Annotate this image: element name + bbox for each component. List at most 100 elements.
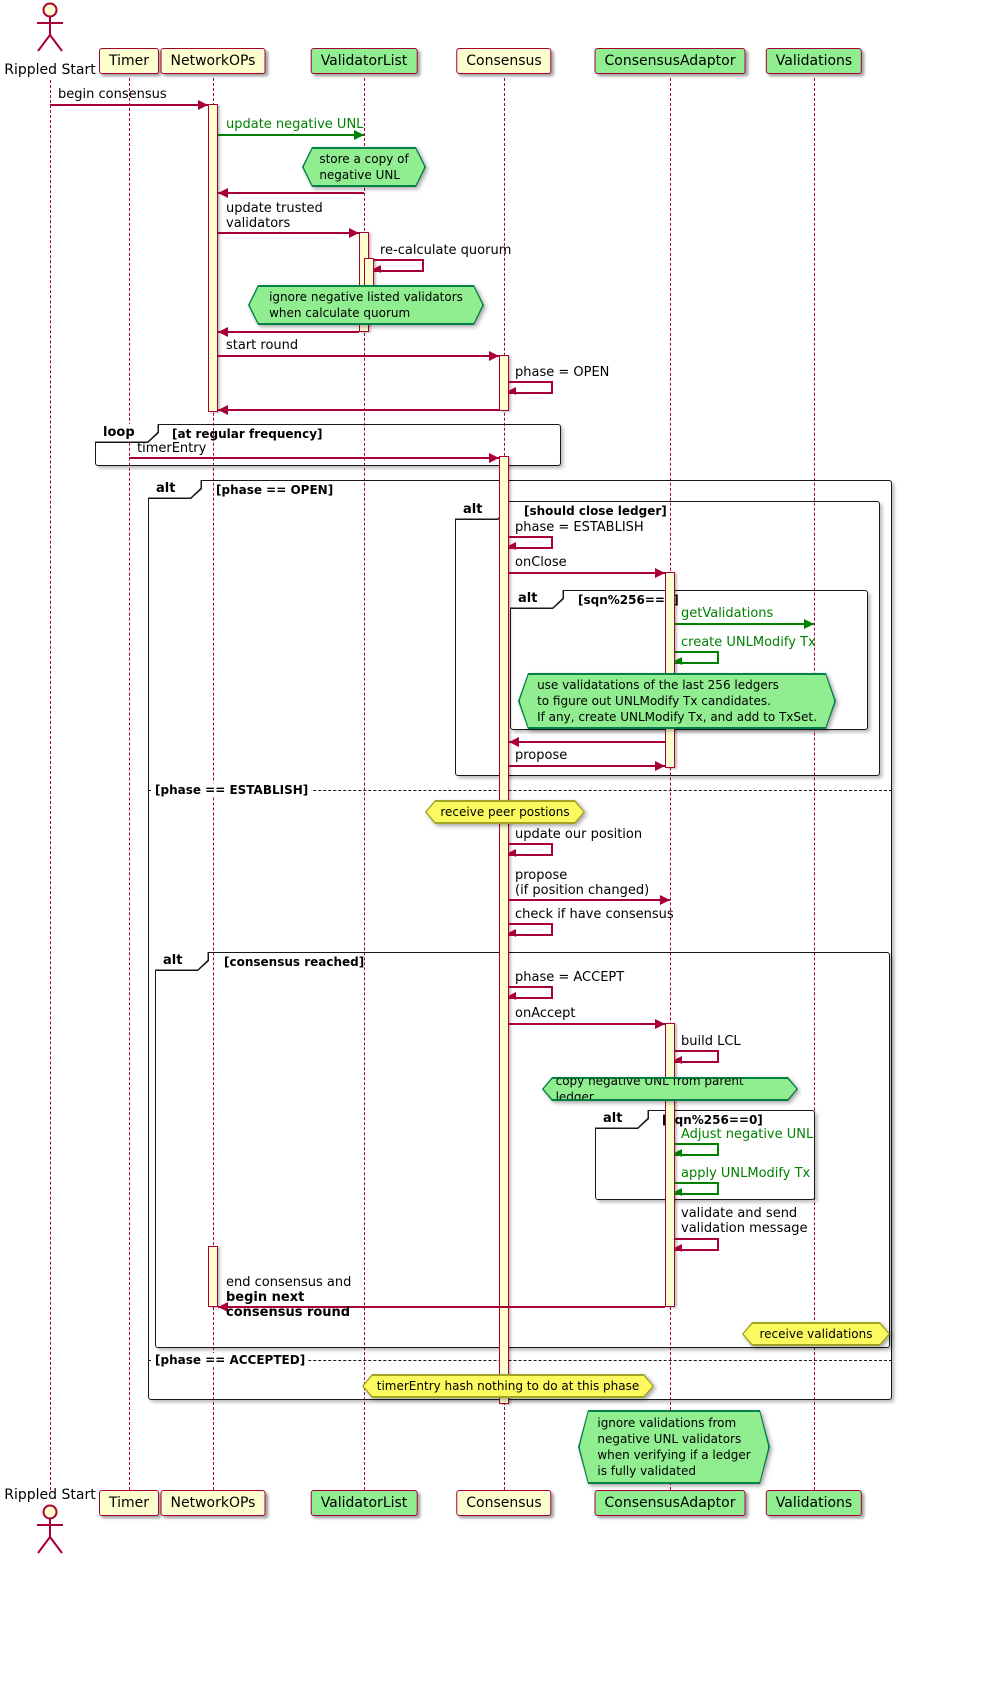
- lifeline-validations: [814, 78, 815, 1490]
- self-message-create-unlmodify: [674, 651, 719, 665]
- frame-alt-reached: [155, 952, 890, 1348]
- participant-top-networkops: NetworkOPs: [160, 48, 266, 74]
- self-message-arrow: [508, 542, 516, 550]
- arrowhead-left: [218, 327, 228, 337]
- self-message-arrow: [508, 929, 516, 937]
- arrow-line: [675, 623, 814, 625]
- self-message-arrow: [508, 387, 516, 395]
- self-message-build-lcl: [674, 1050, 719, 1064]
- arrow-line: [509, 741, 665, 743]
- self-message-arrow: [674, 1149, 682, 1157]
- arrow-line: [218, 134, 364, 136]
- participant-top-consensus: Consensus: [456, 48, 552, 74]
- divider-phase-establish-label: [phase == ESTABLISH]: [152, 783, 312, 797]
- frame-loop-tab-label: loop: [95, 424, 158, 442]
- divider-phase-accepted-label: [phase == ACCEPTED]: [152, 1353, 309, 1367]
- note-timer-nothing: timerEntry hash nothing to do at this ph…: [362, 1374, 654, 1398]
- note-text: ignore negative listed validators when c…: [250, 287, 483, 324]
- arrowhead-right: [198, 100, 208, 110]
- message-label-validate-send: validate and send validation message: [681, 1206, 808, 1236]
- frame-alt-close-tab: alt: [455, 501, 509, 520]
- actor-icon: [37, 1504, 63, 1554]
- activation-networkops-1: [208, 104, 218, 412]
- message-label-propose: propose: [515, 748, 568, 763]
- frame-loop: [95, 424, 561, 466]
- activation-consensusadaptor-1: [665, 572, 675, 768]
- self-message-arrow: [674, 1244, 682, 1252]
- self-message-apply-unlmodify: [674, 1182, 719, 1196]
- arrowhead-right: [804, 619, 814, 629]
- message-label-update-negative-unl: update negative UNL: [226, 117, 364, 132]
- actor-icon: [37, 2, 63, 52]
- actor-bottom-label: Rippled Start: [4, 1487, 96, 1503]
- divider-phase-accepted-line: [148, 1360, 892, 1361]
- frame-alt-sqn1: [510, 590, 868, 730]
- arrowhead-right: [489, 351, 499, 361]
- participant-bottom-validations: Validations: [765, 1490, 863, 1516]
- arrow-line: [509, 572, 665, 574]
- frame-alt-sqn2-condition: [sqn%256==0]: [662, 1113, 763, 1127]
- note-copy-negative: copy negative UNL from parent ledger: [542, 1077, 798, 1101]
- frame-alt-close: [455, 501, 880, 776]
- activation-consensus-1: [499, 355, 509, 411]
- arrowhead-right: [655, 761, 665, 771]
- message-label-end-consensus: end consensus and begin next consensus r…: [226, 1260, 351, 1335]
- arrowhead-left: [218, 405, 228, 415]
- note-receive-peer: receive peer postions: [425, 800, 585, 824]
- message-label-get-validations: getValidations: [681, 606, 774, 621]
- arrow-line: [509, 1023, 665, 1025]
- message-label-apply-unlmodify: apply UNLModify Tx: [681, 1166, 811, 1181]
- lifeline-timer: [129, 78, 130, 1490]
- message-label-start-round: start round: [226, 338, 299, 353]
- participant-top-consensusadaptor: ConsensusAdaptor: [594, 48, 746, 74]
- frame-alt-sqn1-condition: [sqn%256==0]: [578, 593, 679, 607]
- message-label-adjust-negative-unl: Adjust negative UNL: [681, 1127, 814, 1142]
- frame-loop-condition: [at regular frequency]: [172, 427, 323, 441]
- participant-bottom-consensusadaptor: ConsensusAdaptor: [594, 1490, 746, 1516]
- activation-networkops-2: [208, 1246, 218, 1307]
- self-message-arrow: [674, 1056, 682, 1064]
- message-label-end-consensus-bold: begin next consensus round: [226, 1290, 351, 1320]
- arrow-line: [218, 1306, 665, 1308]
- frame-alt-close-tab-label: alt: [455, 501, 508, 519]
- arrowhead-right: [655, 1019, 665, 1029]
- message-label-propose-if-changed: propose (if position changed): [515, 868, 650, 898]
- lifeline-rippled-start: [50, 80, 51, 1490]
- self-message-phase-establish: [508, 536, 553, 550]
- arrow-line: [218, 331, 359, 333]
- self-message-arrow: [373, 265, 381, 273]
- note-receive-validations: receive validations: [742, 1322, 890, 1346]
- note-ignore-validations: ignore validations from negative UNL val…: [578, 1410, 770, 1484]
- note-text: timerEntry hash nothing to do at this ph…: [364, 1376, 653, 1397]
- message-label-create-unlmodify: create UNLModify Tx: [681, 635, 816, 650]
- arrowhead-left: [509, 737, 519, 747]
- message-label-on-close: onClose: [515, 555, 567, 570]
- arrow-line: [218, 232, 359, 234]
- participant-top-timer: Timer: [98, 48, 160, 74]
- note-text: receive validations: [744, 1324, 889, 1345]
- frame-loop-tab: loop: [95, 424, 159, 443]
- message-label-begin-consensus: begin consensus: [58, 87, 167, 102]
- frame-alt-phase-condition: [phase == OPEN]: [216, 483, 334, 497]
- participant-bottom-timer: Timer: [98, 1490, 160, 1516]
- note-ignore-negative: ignore negative listed validators when c…: [248, 285, 484, 325]
- self-message-phase-open: [508, 381, 553, 395]
- frame-alt-reached-tab-label: alt: [155, 952, 208, 970]
- arrowhead-right: [489, 453, 499, 463]
- frame-alt-reached-condition: [consensus reached]: [224, 955, 365, 969]
- frame-alt-sqn1-tab: alt: [510, 590, 564, 609]
- arrow-line: [509, 765, 665, 767]
- message-label-build-lcl: build LCL: [681, 1034, 741, 1049]
- frame-alt-reached-tab: alt: [155, 952, 209, 971]
- participant-top-validations: Validations: [765, 48, 863, 74]
- lifeline-consensusadaptor: [670, 78, 671, 1490]
- arrow-line: [50, 104, 208, 106]
- participant-top-validatorlist: ValidatorList: [310, 48, 418, 74]
- frame-alt-phase: [148, 480, 892, 1400]
- message-label-update-trusted: update trusted validators: [226, 201, 323, 231]
- self-message-arrow: [508, 849, 516, 857]
- message-label-phase-accept: phase = ACCEPT: [515, 970, 625, 985]
- note-text: store a copy of negative UNL: [304, 149, 425, 186]
- note-text: ignore validations from negative UNL val…: [580, 1412, 769, 1483]
- self-message-phase-accept: [508, 986, 553, 1000]
